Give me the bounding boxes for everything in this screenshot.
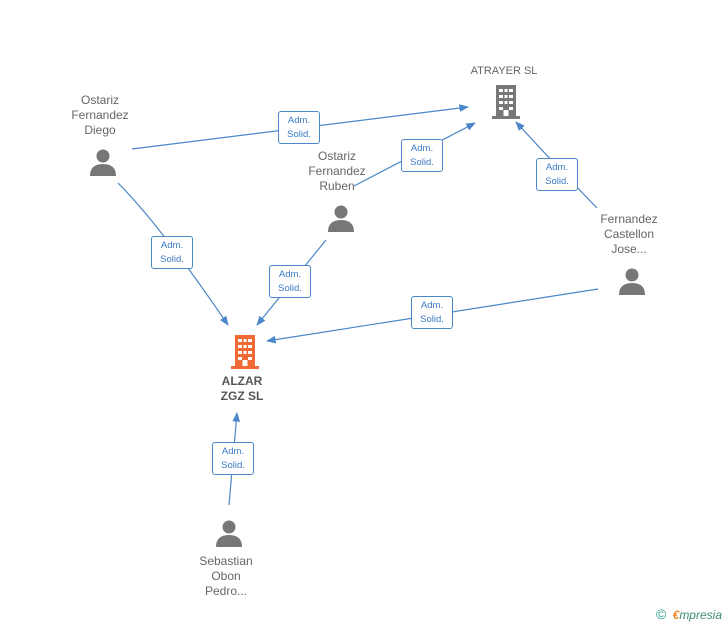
person-icon-ruben[interactable] (326, 203, 356, 233)
role-line: Solid. (287, 129, 311, 140)
company-label-atrayer[interactable]: ATRAYER SL (444, 64, 564, 79)
role-line: Solid. (410, 157, 434, 168)
person-label-diego[interactable]: Ostariz Fernandez Diego (55, 93, 145, 138)
role-badge[interactable]: Adm. Solid. (536, 158, 578, 191)
label-line: Pedro... (204, 584, 248, 598)
role-line: Adm. (410, 143, 434, 154)
building-icon-atrayer[interactable] (490, 84, 522, 120)
copyright-symbol: © (655, 606, 667, 622)
label-line: ATRAYER SL (470, 65, 538, 77)
label-line: ZGZ SL (220, 389, 264, 403)
role-line: Adm. (278, 269, 302, 280)
person-icon-diego[interactable] (88, 147, 118, 177)
label-line: Ruben (319, 179, 355, 193)
role-badge[interactable]: Adm. Solid. (401, 139, 443, 172)
role-line: Solid. (221, 460, 245, 471)
role-line: Adm. (420, 300, 444, 311)
role-line: Solid. (420, 314, 444, 325)
role-line: Adm. (287, 115, 311, 126)
footer-brand: © €mpresia (656, 606, 722, 622)
role-badge[interactable]: Adm. Solid. (151, 236, 193, 269)
person-label-sebastian[interactable]: Sebastian Obon Pedro... (181, 554, 271, 599)
label-line: Fernandez (308, 164, 366, 178)
brand-logo: €mpresia (673, 608, 722, 622)
brand-initial: € (672, 608, 680, 622)
company-label-alzar[interactable]: ALZAR ZGZ SL (192, 374, 292, 404)
label-line: ALZAR (221, 374, 263, 388)
person-label-ruben[interactable]: Ostariz Fernandez Ruben (292, 149, 382, 194)
label-line: Diego (84, 123, 116, 137)
label-line: Obon (211, 569, 241, 583)
role-badge[interactable]: Adm. Solid. (212, 442, 254, 475)
brand-name: mpresia (679, 608, 722, 622)
label-line: Ostariz (80, 93, 119, 107)
role-badge[interactable]: Adm. Solid. (278, 111, 320, 144)
label-line: Jose... (611, 242, 647, 256)
role-line: Adm. (160, 240, 184, 251)
role-line: Adm. (545, 162, 569, 173)
role-line: Solid. (545, 176, 569, 187)
person-icon-castellon[interactable] (617, 266, 647, 296)
label-line: Fernandez (600, 212, 658, 226)
role-line: Solid. (278, 283, 302, 294)
label-line: Sebastian (199, 554, 253, 568)
label-line: Fernandez (71, 108, 129, 122)
role-line: Solid. (160, 254, 184, 265)
person-label-castellon[interactable]: Fernandez Castellon Jose... (584, 212, 674, 257)
role-badge[interactable]: Adm. Solid. (411, 296, 453, 329)
role-line: Adm. (221, 446, 245, 457)
label-line: Castellon (603, 227, 655, 241)
role-badge[interactable]: Adm. Solid. (269, 265, 311, 298)
building-icon-alzar[interactable] (229, 334, 261, 370)
label-line: Ostariz (317, 149, 356, 163)
person-icon-sebastian[interactable] (214, 518, 244, 548)
